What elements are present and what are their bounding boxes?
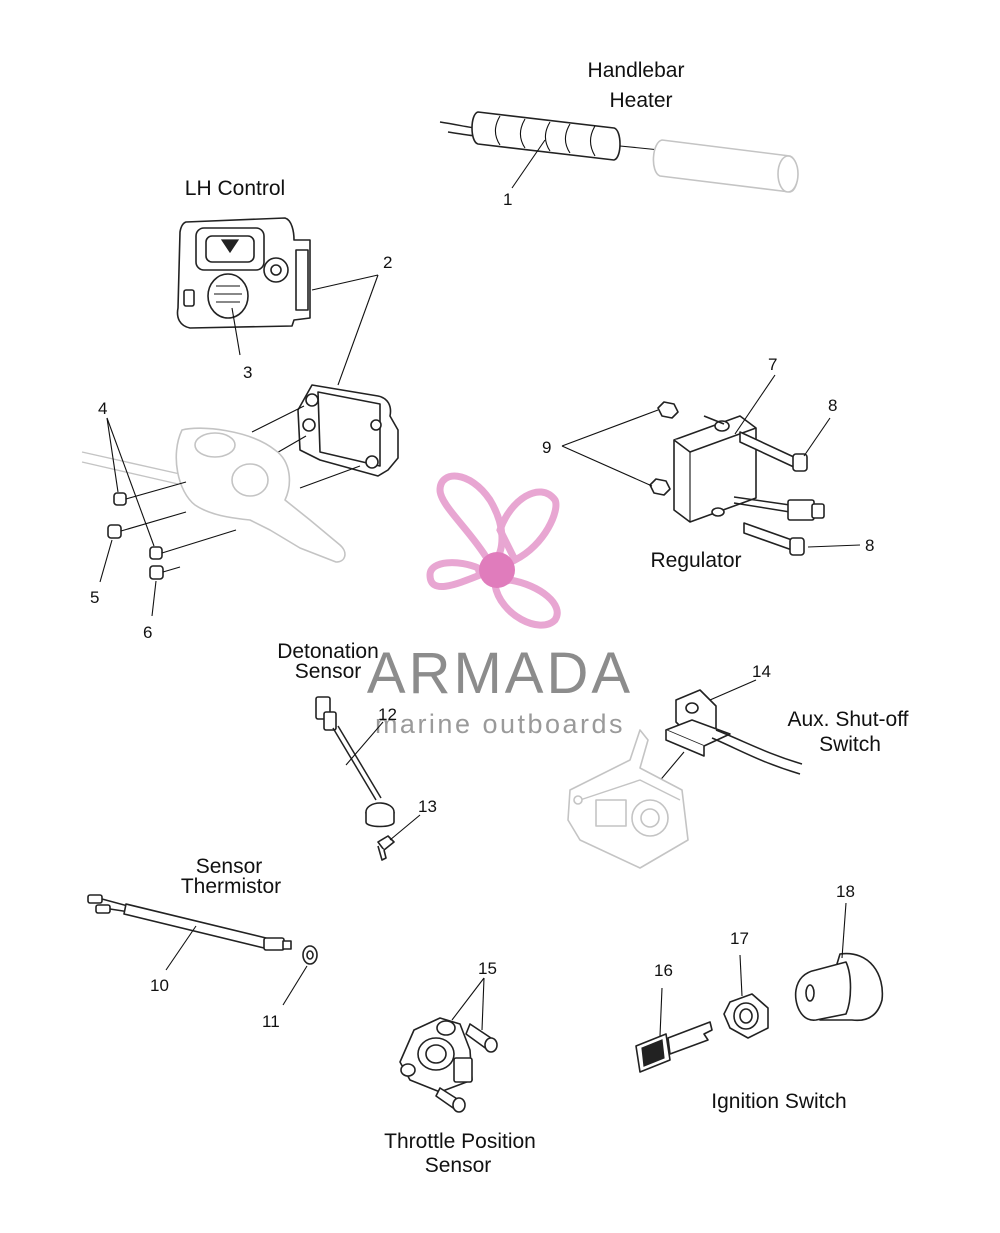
armada-propeller-logo-icon — [426, 472, 561, 629]
label-detonation-sensor-line1: Detonation — [277, 640, 379, 663]
screw-6 — [149, 565, 181, 580]
label-sensor-thermistor-line2: Thermistor — [181, 875, 281, 898]
callout-12: 12 — [378, 705, 397, 724]
label-lh-control: LH Control — [185, 177, 285, 200]
callout-16: 16 — [654, 961, 673, 980]
label-detonation-sensor-line2: Sensor — [295, 660, 362, 683]
callout-11: 11 — [262, 1012, 280, 1031]
screw-4 — [113, 481, 237, 560]
callout-6: 6 — [143, 623, 152, 642]
ignition-key — [635, 1021, 713, 1073]
aux-shutoff-switch — [665, 689, 803, 775]
switch-housing — [297, 384, 399, 477]
aux-housing-ghost — [567, 729, 689, 869]
callout-2: 2 — [383, 253, 392, 272]
callout-14: 14 — [752, 662, 771, 681]
sensor-thermistor — [87, 894, 292, 951]
callout-13: 13 — [418, 797, 437, 816]
callout-15: 15 — [478, 959, 497, 978]
handlebar-lever-ghost — [81, 427, 346, 563]
throttle-position-sensor — [399, 1017, 473, 1093]
label-throttle-position-line2: Sensor — [425, 1154, 492, 1177]
detonation-sensor — [315, 696, 395, 828]
callout-17: 17 — [730, 929, 749, 948]
label-handlebar-heater-line1: Handlebar — [588, 59, 685, 82]
screw-5 — [107, 511, 187, 539]
ignition-nut — [723, 993, 769, 1039]
regulator-nuts — [649, 401, 679, 496]
label-throttle-position-line1: Throttle Position — [384, 1130, 536, 1153]
lh-control-unit — [176, 217, 311, 329]
callout-1: 1 — [503, 190, 512, 209]
callout-10: 10 — [150, 976, 169, 995]
callout-8-upper: 8 — [828, 396, 837, 415]
callout-4: 4 — [98, 399, 107, 418]
throttle-sensor-screws — [435, 1023, 498, 1113]
watermark-brand: ARMADA — [367, 641, 633, 706]
callout-18: 18 — [836, 882, 855, 901]
callout-3: 3 — [243, 363, 252, 382]
watermark-tagline: marine outboards — [375, 709, 625, 739]
thermistor-washer — [302, 945, 318, 965]
ignition-switch-body — [794, 952, 884, 1022]
regulator-bolts — [739, 431, 808, 556]
label-aux-shutoff-line1: Aux. Shut-off — [787, 708, 908, 731]
handlebar-heater — [439, 111, 799, 193]
label-aux-shutoff-line2: Switch — [819, 733, 881, 756]
callout-8-lower: 8 — [865, 536, 874, 555]
label-regulator: Regulator — [650, 549, 741, 572]
label-sensor-thermistor-line1: Sensor — [196, 855, 263, 878]
callout-7: 7 — [768, 355, 777, 374]
detonation-bolt — [377, 835, 395, 861]
callout-9: 9 — [542, 438, 551, 457]
callout-5: 5 — [90, 588, 99, 607]
label-handlebar-heater-line2: Heater — [609, 89, 672, 112]
label-ignition-switch: Ignition Switch — [711, 1090, 846, 1113]
